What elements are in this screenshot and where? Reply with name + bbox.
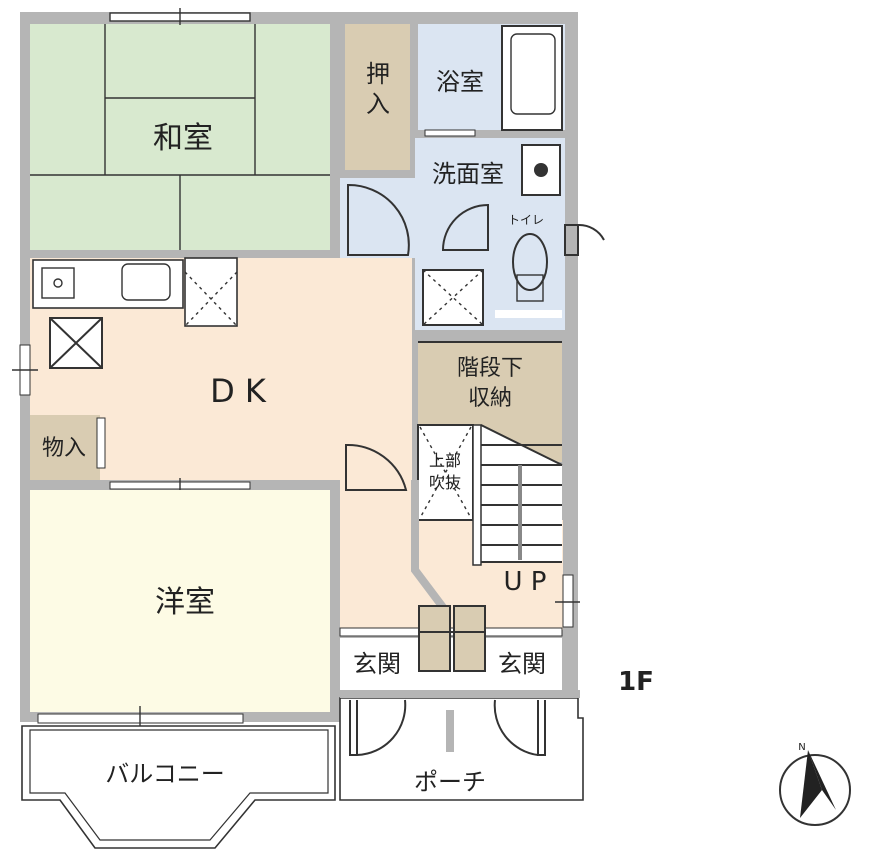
bath-label: 浴室 [436,68,484,96]
balcony: バルコニー [21,725,336,849]
genkan-right-label: 玄関 [498,650,546,678]
void-label-1: 上部 [429,451,461,470]
room-bath: 浴室 [418,24,565,137]
compass-icon: N [779,742,851,826]
floor-label: 1F [618,667,654,697]
compass-north-label: N [798,742,805,753]
oshiire-label-1: 押 [366,60,390,88]
genkan-left-label: 玄関 [353,650,401,678]
room-yoshitsu: 洋室 [30,490,330,730]
room-washroom: 洗面室 [340,138,565,330]
porch: ポーチ [339,690,584,801]
balcony-label: バルコニー [105,760,225,788]
up-label: U P [504,567,547,597]
stair-storage-label-1: 階段下 [457,356,523,381]
oshiire-label-2: 入 [366,90,390,118]
toilet-label: トイレ [508,213,544,227]
washroom-label: 洗面室 [432,160,504,188]
washitsu-label: 和室 [153,121,213,156]
stairs-area: 階段下 収納 上部 吹抜 U P [411,341,580,635]
room-oshiire: 押 入 [345,24,410,170]
porch-label: ポーチ [414,768,486,796]
room-washitsu: 和室 [30,8,330,250]
yoshitsu-label: 洋室 [155,585,215,620]
storage-label: 物入 [42,436,86,461]
room-dk: D K [12,257,563,630]
genkan-area: 玄関 玄関 [339,605,563,690]
void-label-2: 吹抜 [429,473,461,492]
room-storage: 物入 [30,415,106,480]
dk-label: D K [210,372,267,410]
room-toilet: トイレ [495,207,605,318]
stair-storage-label-2: 収納 [468,386,512,411]
